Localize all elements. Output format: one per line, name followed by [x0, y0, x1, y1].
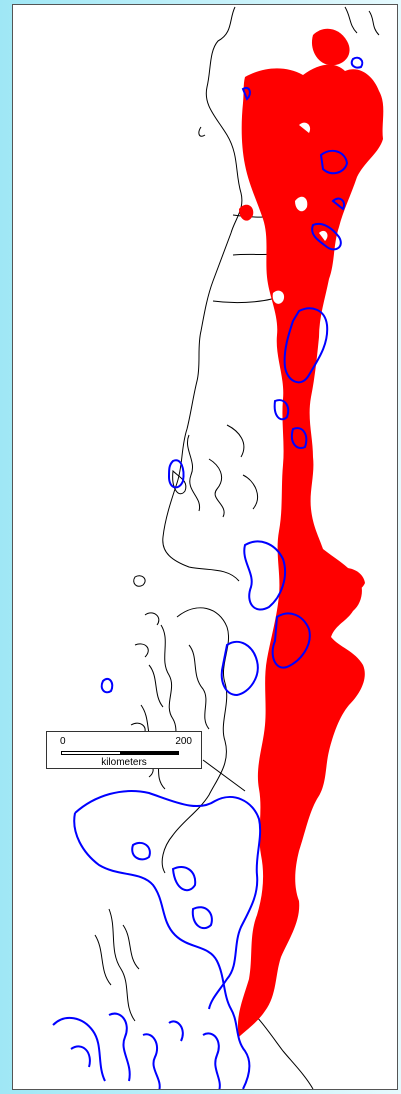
scale-bar-graphic [61, 751, 179, 755]
scale-unit-label: kilometers [101, 757, 147, 768]
red-forest-layer [237, 28, 384, 1037]
blue-protected-areas [52, 56, 364, 1089]
red-layer-gaps [272, 122, 328, 304]
scale-bar: 0 200 kilometers [46, 731, 202, 769]
map-frame: 0 200 kilometers [12, 4, 398, 1090]
scale-leader-line [202, 759, 246, 792]
scale-min-label: 0 [60, 736, 66, 747]
scale-max-label: 200 [175, 736, 192, 747]
map-canvas [52, 6, 384, 1089]
